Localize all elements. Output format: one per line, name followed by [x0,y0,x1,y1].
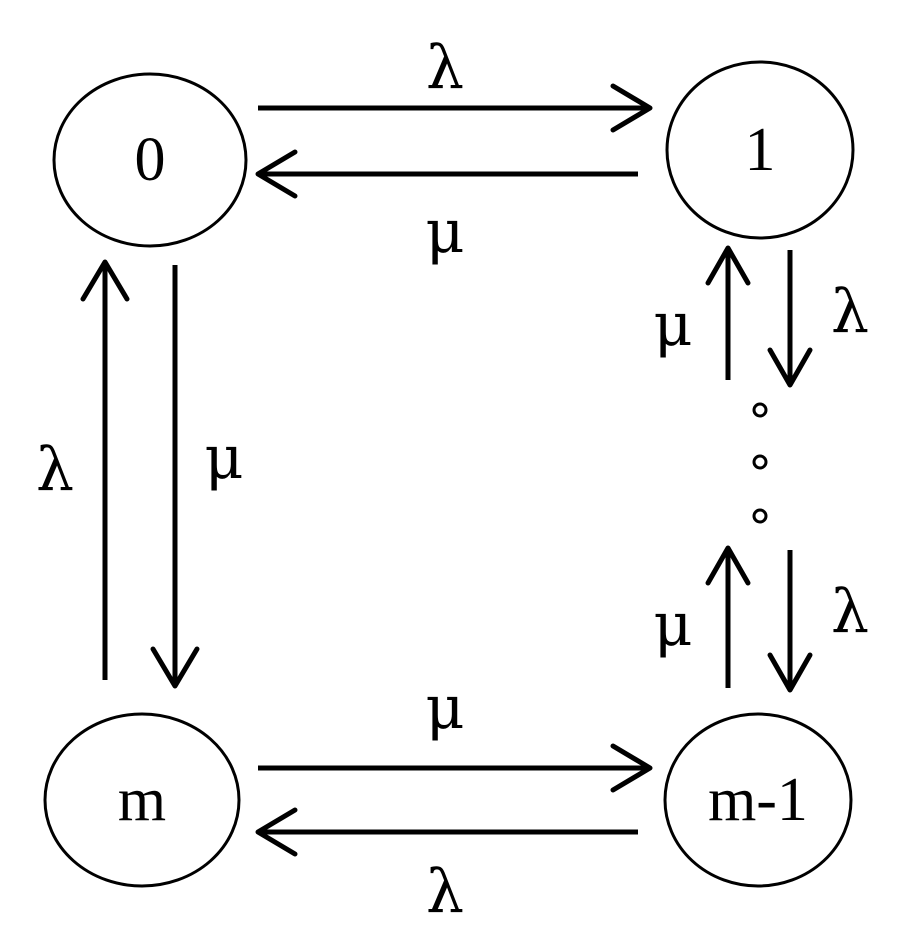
edge-m-to-m-1-arrowhead [610,743,653,793]
node-1: 1 [665,60,855,240]
node-0-label: 0 [135,126,166,194]
edge-1-down-arrowhead [767,347,813,388]
edge-m-1-to-m: λ [255,807,638,927]
edge-down-to-m-1-rate: λ [831,577,869,647]
edge-m-1-up-arrowhead [705,545,751,586]
ellipsis-dots [752,402,768,524]
edge-0-to-m-arrowhead [150,646,200,689]
edge-m-to-0: λ [36,259,130,680]
node-m-1-circle [663,712,853,888]
edge-m-1-to-m-arrowhead [255,807,298,857]
edge-1-down: λ [767,250,869,388]
edge-0-to-1-rate: λ [426,33,464,103]
edge-m-1-up-rate: μ [654,590,693,660]
edge-up-to-1-arrowhead [705,245,751,286]
node-1-circle [665,60,855,240]
node-1-label: 1 [745,116,776,184]
edge-1-to-0: μ [255,149,638,267]
edge-m-1-up: μ [654,545,751,688]
edge-down-to-m-1-arrowhead [767,652,813,693]
edge-1-to-0-rate: μ [426,197,465,267]
edge-down-to-m-1: λ [767,550,869,693]
ellipsis-dot-1 [752,402,768,418]
node-m-label: m [118,766,166,834]
node-m: m [43,712,241,888]
edge-1-down-rate: λ [831,277,869,347]
node-m-circle [43,712,241,888]
ellipsis-dot-3 [752,508,768,524]
edge-m-to-0-rate: λ [36,435,74,505]
edge-0-to-1: λ [258,33,653,133]
edge-0-to-1-arrowhead [610,83,653,133]
ellipsis-dot-2 [752,454,768,470]
node-m-1: m-1 [663,712,853,888]
edge-1-to-0-arrowhead [255,149,298,199]
edge-m-1-to-m-rate: λ [426,857,464,927]
node-0-circle [52,72,248,248]
node-0: 0 [52,72,248,248]
edge-0-to-m-rate: μ [205,423,244,493]
edge-m-to-m-1-rate: μ [426,673,465,743]
node-m-1-label: m-1 [708,766,808,834]
edge-m-to-0-arrowhead [80,259,130,302]
edge-up-to-1: μ [654,245,751,380]
edge-0-to-m: μ [150,265,244,689]
edge-up-to-1-rate: μ [654,290,693,360]
edge-m-to-m-1: μ [258,673,653,793]
